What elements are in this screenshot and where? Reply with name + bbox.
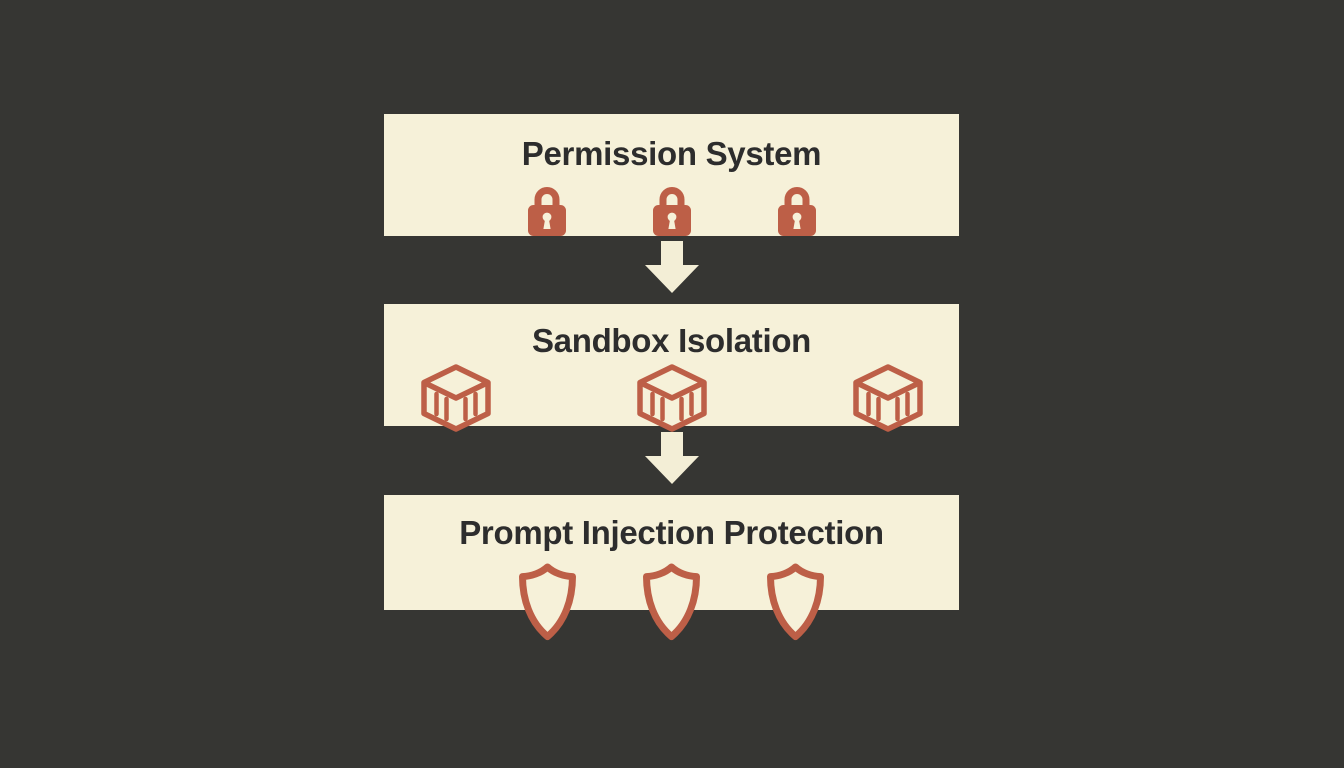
layer-sandbox-isolation: Sandbox Isolation xyxy=(384,304,959,426)
down-arrow-icon xyxy=(644,241,700,293)
lock-icon xyxy=(775,183,819,237)
shield-icon xyxy=(640,562,703,642)
shield-icon xyxy=(764,562,827,642)
shield-icon xyxy=(516,562,579,642)
crate-icon-row xyxy=(419,363,925,433)
layer-prompt-injection-protection: Prompt Injection Protection xyxy=(384,495,959,610)
crate-icon xyxy=(419,363,493,433)
lock-icon xyxy=(525,183,569,237)
crate-icon xyxy=(635,363,709,433)
layer-title-prompt-injection-protection: Prompt Injection Protection xyxy=(459,514,884,551)
lock-icon xyxy=(650,183,694,237)
crate-icon xyxy=(851,363,925,433)
down-arrow-icon xyxy=(644,432,700,484)
layer-permission-system: Permission System xyxy=(384,114,959,236)
layer-title-permission-system: Permission System xyxy=(521,135,822,172)
shield-icon-row xyxy=(516,562,827,642)
layer-title-sandbox-isolation: Sandbox Isolation xyxy=(531,322,812,359)
lock-icon-row xyxy=(525,183,819,237)
